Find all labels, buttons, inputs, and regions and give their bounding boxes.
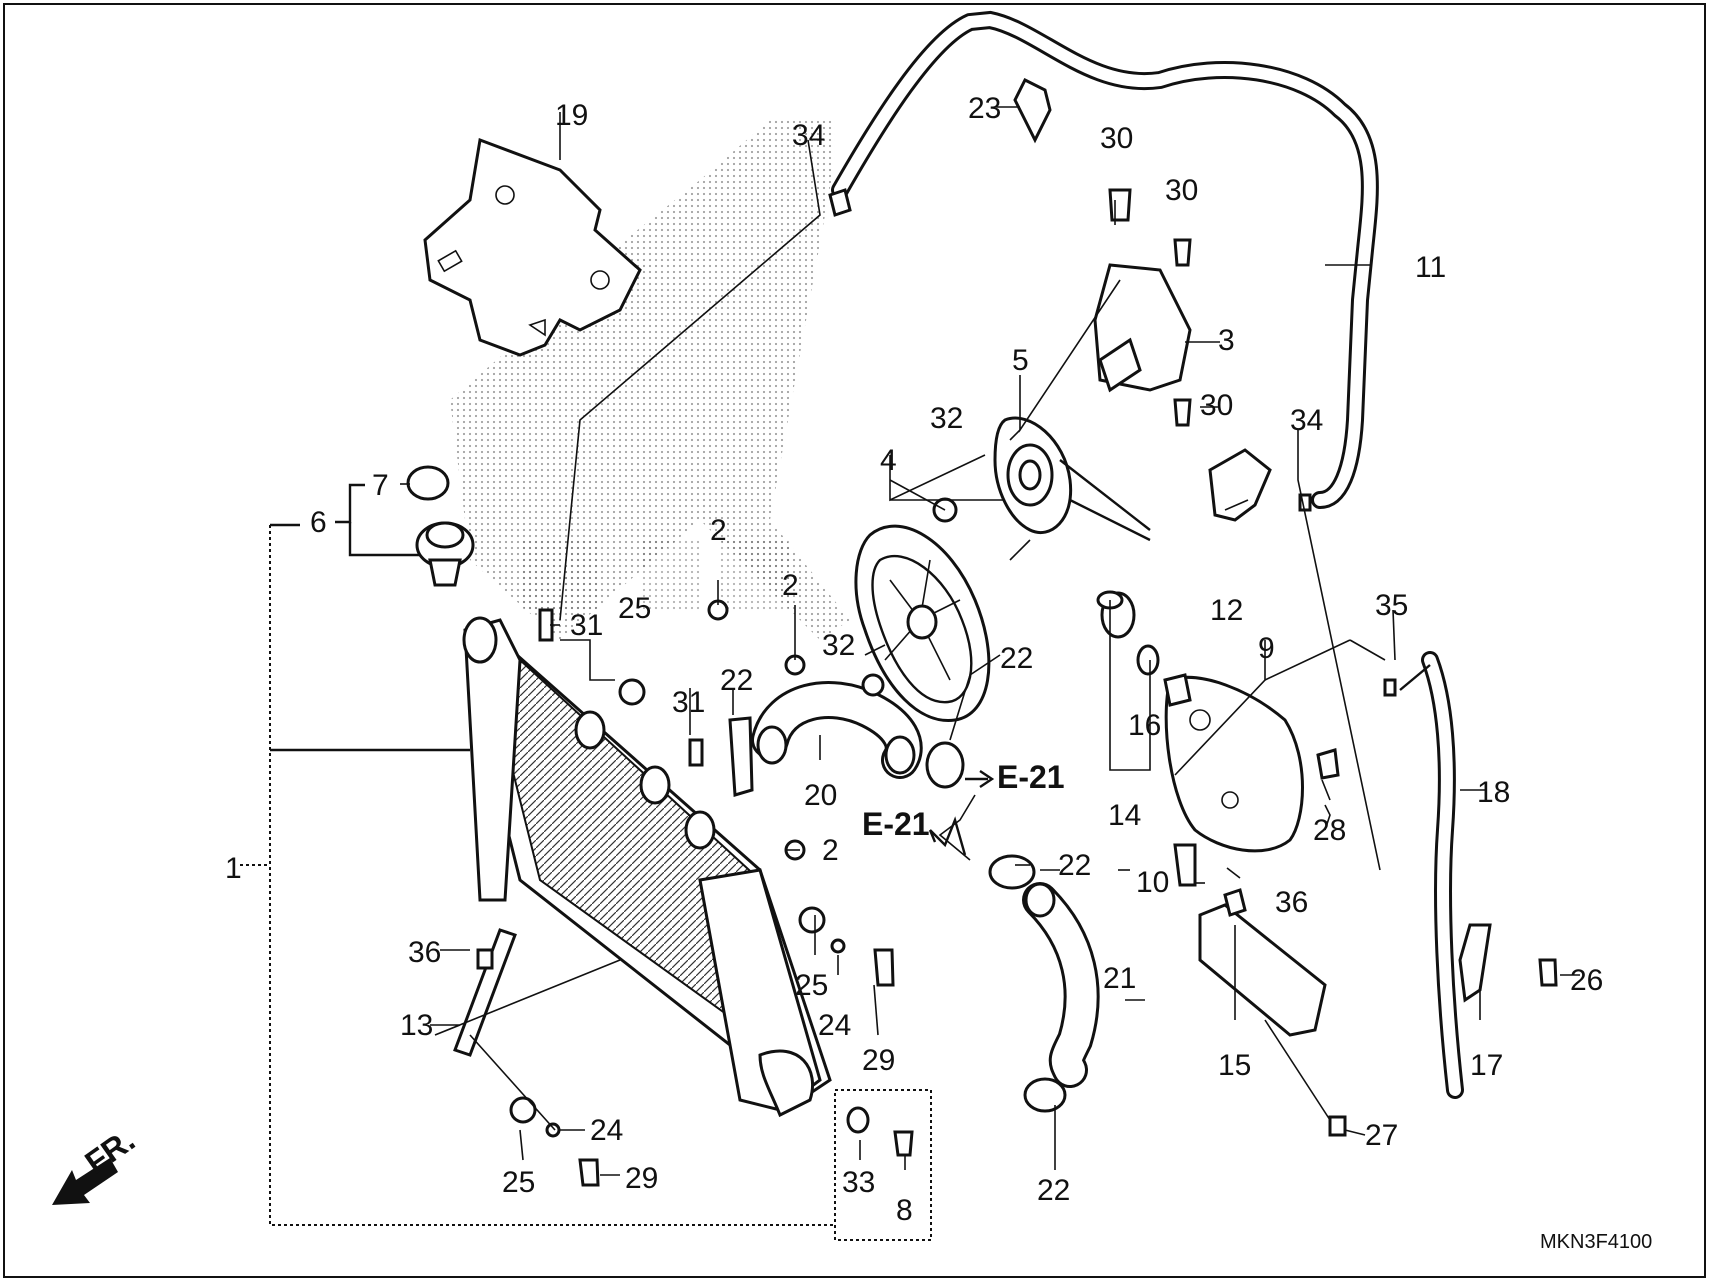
callout-29a: 29	[862, 1044, 895, 1077]
callout-19: 19	[555, 99, 588, 132]
joint-12	[1208, 448, 1272, 522]
front-arrow-icon	[52, 1158, 118, 1205]
callout-1: 1	[225, 852, 242, 885]
inset-box	[834, 1089, 932, 1241]
callout-5: 5	[1012, 344, 1029, 377]
water-pump-cover-9	[1163, 673, 1304, 853]
callout-22b: 22	[1000, 642, 1033, 675]
hose-21	[1022, 882, 1100, 1088]
callout-28: 28	[1313, 814, 1346, 847]
callout-14: 14	[1108, 799, 1141, 832]
callout-18: 18	[1477, 776, 1510, 809]
callout-3: 3	[1218, 324, 1235, 357]
part-23	[1013, 77, 1052, 144]
radiator-1	[462, 616, 832, 1118]
reference-arrow-icon-b	[928, 816, 967, 856]
leader-lines	[240, 106, 1580, 1226]
callout-15: 15	[1218, 1049, 1251, 1082]
reference-e21-a: E-21	[997, 759, 1065, 795]
stay-13	[453, 928, 517, 1057]
callout-36a: 36	[408, 936, 441, 969]
fan-shroud-4	[854, 524, 991, 722]
hose-18	[1399, 651, 1464, 1099]
reference-arrow-icon	[965, 770, 995, 788]
bolt-8	[893, 1130, 914, 1157]
callout-27: 27	[1365, 1119, 1398, 1152]
callout-10: 10	[1136, 866, 1169, 899]
callout-32b: 32	[822, 629, 855, 662]
front-label: FR.	[78, 1122, 141, 1181]
callout-8: 8	[896, 1194, 913, 1227]
callout-36b: 36	[1275, 886, 1308, 919]
seal-14	[1096, 590, 1136, 639]
callout-2c: 2	[822, 834, 839, 867]
callout-34b: 34	[1290, 404, 1323, 437]
callout-23: 23	[968, 92, 1001, 125]
callout-22c: 22	[1058, 849, 1091, 882]
hose-11	[831, 10, 1379, 509]
callout-25c: 25	[502, 1166, 535, 1199]
callout-22a: 22	[720, 664, 753, 697]
diagram-frame	[3, 3, 1706, 1278]
diagram-code: MKN3F4100	[1540, 1231, 1652, 1253]
washer-33	[846, 1106, 870, 1134]
callout-31a: 31	[570, 609, 603, 642]
callout-24a: 24	[818, 1009, 851, 1042]
motor-bracket-3	[1093, 263, 1192, 393]
callout-2b: 2	[782, 569, 799, 602]
radiator-cap-6	[415, 521, 475, 587]
bracket-19	[423, 137, 642, 357]
fasteners	[476, 188, 1558, 1187]
clip-17	[1458, 923, 1492, 1003]
callout-30c: 30	[1200, 389, 1233, 422]
callout-31b: 31	[672, 686, 705, 719]
callout-35: 35	[1375, 589, 1408, 622]
watermark-logo	[450, 120, 850, 640]
callout-34a: 34	[792, 119, 825, 152]
callout-26: 26	[1570, 964, 1603, 997]
callout-6: 6	[310, 506, 327, 539]
callout-9: 9	[1258, 632, 1275, 665]
callouts: 1 2 2 2 3 4 5 6 7 8 9 10 11 12 13 14 15 …	[225, 92, 1603, 1227]
o-ring-16	[1136, 644, 1160, 676]
callout-12: 12	[1210, 594, 1243, 627]
callout-32a: 32	[930, 402, 963, 435]
callout-25a: 25	[618, 592, 651, 625]
callout-24b: 24	[590, 1114, 623, 1147]
o-ring-7	[406, 465, 450, 501]
callout-2: 2	[710, 514, 727, 547]
hose-20	[751, 681, 923, 779]
callout-22d: 22	[1037, 1174, 1070, 1207]
callout-16: 16	[1128, 709, 1161, 742]
callout-30a: 30	[1100, 122, 1133, 155]
guard-15	[1198, 903, 1327, 1037]
callout-20: 20	[804, 779, 837, 812]
clamps-22	[728, 716, 1067, 1113]
callout-30b: 30	[1165, 174, 1198, 207]
callout-17: 17	[1470, 1049, 1503, 1082]
fan-motor-5	[993, 416, 1151, 542]
reference-e21-b: E-21	[862, 806, 930, 842]
callout-21: 21	[1103, 962, 1136, 995]
callout-4: 4	[880, 444, 897, 477]
callout-33: 33	[842, 1166, 875, 1199]
callout-13: 13	[400, 1009, 433, 1042]
callout-11: 11	[1415, 251, 1446, 284]
callout-7: 7	[372, 469, 389, 502]
callout-25b: 25	[795, 969, 828, 1002]
callout-29b: 29	[625, 1162, 658, 1195]
